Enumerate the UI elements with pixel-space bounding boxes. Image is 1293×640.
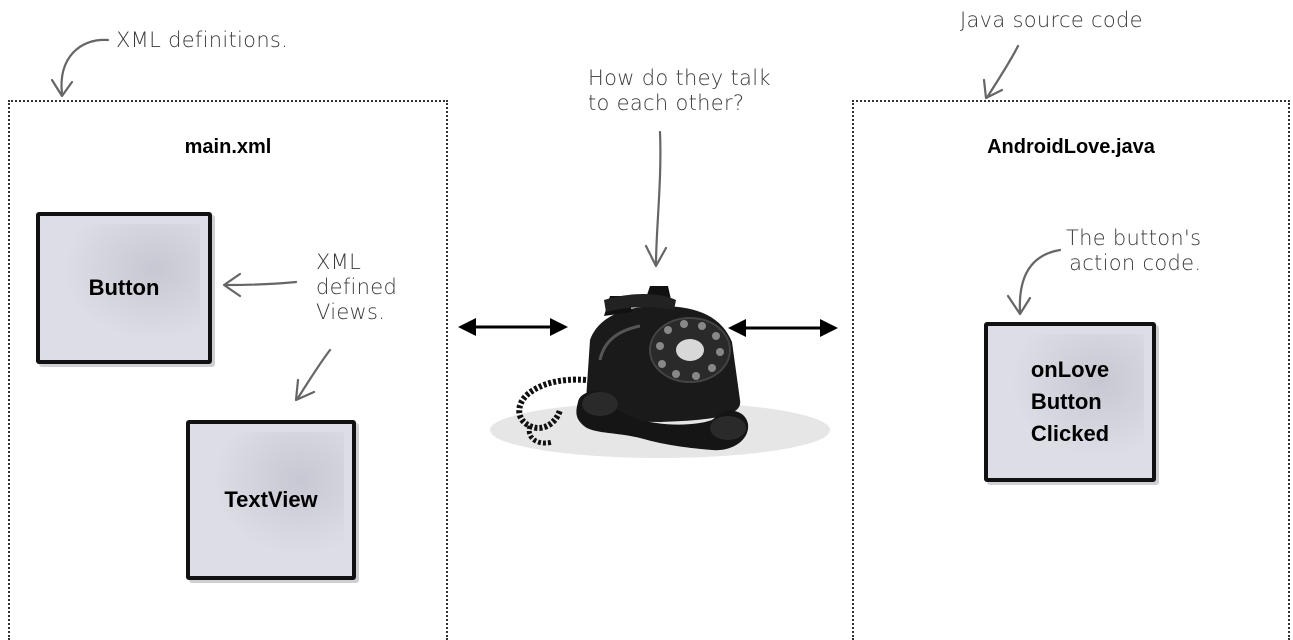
- rotary-telephone-icon: [490, 286, 830, 458]
- java-source-code-arrow-icon: [984, 46, 1018, 98]
- how-talk-arrow-icon: [646, 132, 666, 266]
- action-code-arrow-icon: [1008, 250, 1060, 314]
- xml-definitions-arrow-icon: [52, 40, 108, 96]
- xml-views-to-button-arrow-icon: [224, 274, 296, 296]
- left-double-arrow-icon: [458, 318, 568, 336]
- xml-views-to-textview-arrow-icon: [296, 350, 330, 400]
- right-double-arrow-icon: [728, 319, 838, 337]
